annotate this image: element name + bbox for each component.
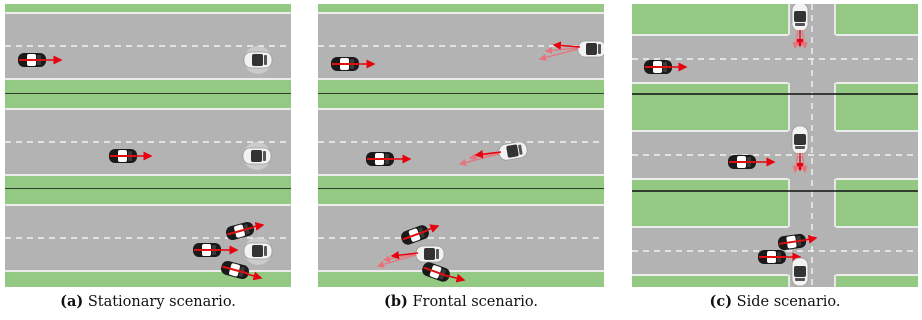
caption-text: Side scenario.	[736, 294, 841, 310]
ego-car	[366, 152, 394, 166]
crossing-target-car	[791, 4, 809, 32]
velocity-arrow	[458, 153, 500, 166]
caption-side: (c) Side scenario.	[632, 293, 918, 310]
oncoming-target-car	[577, 40, 604, 58]
stationary-target-car	[243, 242, 273, 260]
stationary-target-car	[242, 147, 272, 165]
crossing-target-car	[791, 257, 809, 287]
ego-car	[193, 243, 221, 257]
ego-car	[18, 53, 46, 67]
caption-stationary: (a) Stationary scenario.	[5, 293, 291, 310]
velocity-arrow	[538, 48, 579, 61]
caption-text: Frontal scenario.	[412, 294, 539, 310]
oncoming-target-car	[415, 245, 445, 263]
caption-label: (a)	[60, 293, 84, 310]
panel-side	[632, 4, 918, 287]
frontal-scene	[318, 4, 604, 287]
caption-frontal: (b) Frontal scenario.	[318, 293, 604, 310]
ego-car	[109, 149, 137, 163]
grass-strip	[5, 80, 291, 94]
ego-car	[758, 250, 786, 264]
ego-car	[728, 155, 756, 169]
caption-text: Stationary scenario.	[87, 294, 236, 310]
stationary-target-car	[243, 51, 273, 69]
grass-strip	[5, 4, 291, 12]
velocity-arrow	[792, 29, 800, 50]
panel-stationary	[5, 4, 291, 287]
panel-frontal	[318, 4, 604, 287]
ego-car	[331, 57, 359, 71]
caption-label: (c)	[709, 293, 733, 310]
crossing-target-car	[791, 125, 809, 155]
side-scene	[632, 4, 918, 287]
stationary-scene	[5, 4, 291, 287]
caption-label: (b)	[383, 293, 408, 310]
ego-car	[644, 60, 672, 74]
